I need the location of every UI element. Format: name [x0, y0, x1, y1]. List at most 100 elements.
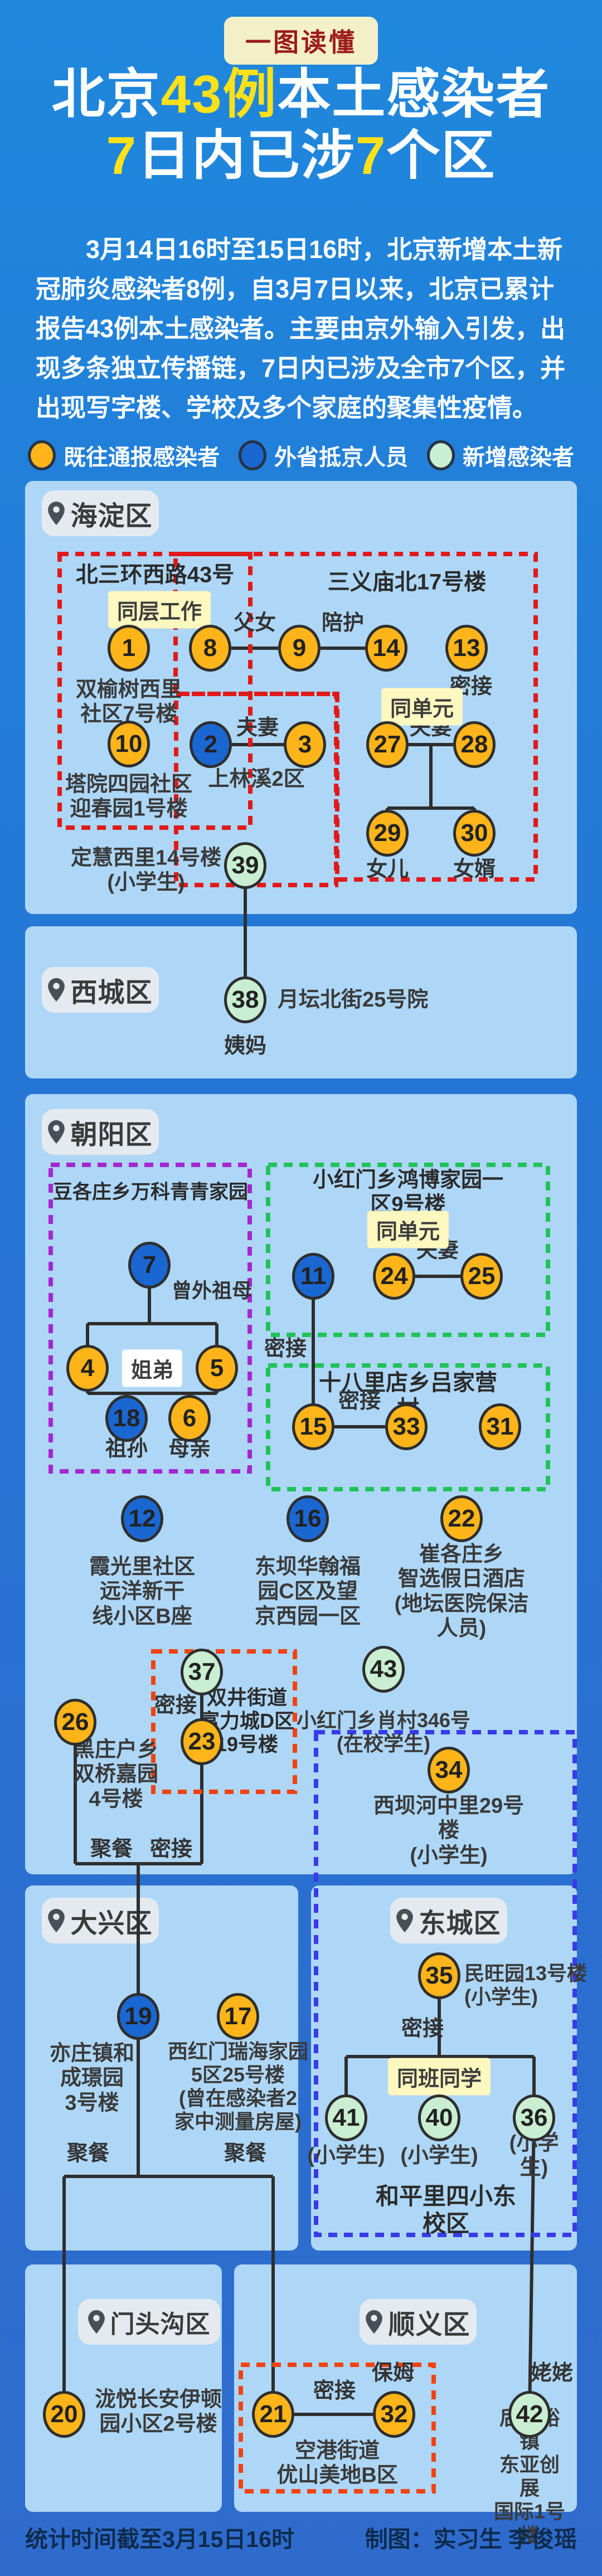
- building-label: 空港街道 优山美地B区: [276, 2439, 398, 2487]
- relation-label: 父女: [233, 611, 276, 635]
- building-label: 西坝河中里29号楼 (小学生): [373, 1794, 525, 1868]
- case-node-41: 41: [325, 2094, 367, 2141]
- location-pin-icon: [366, 2310, 383, 2334]
- legend-label-arrived: 外省抵京人员: [274, 445, 408, 470]
- case-node-22: 22: [440, 1495, 483, 1542]
- case-node-5: 5: [196, 1345, 238, 1392]
- case-node-36: 36: [513, 2094, 555, 2141]
- relation-tag: 同层工作: [108, 591, 211, 629]
- district-badge-xicheng: 西城区: [42, 967, 159, 1013]
- district-badge-dongcheng: 东城区: [390, 1898, 507, 1943]
- location-pin-icon: [48, 502, 65, 525]
- relation-label: 密接: [313, 2379, 356, 2403]
- relation-label: 密接: [264, 1336, 307, 1360]
- legend: 既往通报感染者 外省抵京人员 新增感染者: [0, 439, 602, 472]
- relation-label: 密接: [401, 2016, 444, 2040]
- district-name: 门头沟区: [110, 2311, 211, 2338]
- case-node-26: 26: [54, 1699, 96, 1746]
- legend-dot-new-icon: [427, 440, 455, 470]
- relation-label: 保姆: [371, 2361, 415, 2385]
- district-badge-shunyi: 顺义区: [360, 2299, 477, 2345]
- relation-label: 夫妻: [236, 716, 279, 740]
- district-name: 朝阳区: [70, 1120, 153, 1150]
- case-node-24: 24: [373, 1253, 415, 1300]
- district-badge-daxing: 大兴区: [42, 1898, 159, 1943]
- case-node-6: 6: [168, 1395, 211, 1442]
- cluster-title: 豆各庄乡万科青青家园: [52, 1181, 249, 1203]
- cluster-title: 双井街道 富力城D区 19号楼: [200, 1685, 294, 1756]
- relation-tag: 同单元: [367, 1211, 449, 1248]
- relation-label: 姨妈: [224, 1034, 267, 1058]
- building-label: 崔各庄乡 智选假日酒店 (地坛医院保洁人员): [394, 1543, 529, 1641]
- building-label: 定慧西里14号楼 (小学生): [70, 846, 222, 895]
- case-node-39: 39: [224, 842, 266, 889]
- case-node-1: 1: [108, 625, 150, 672]
- relation-label: 曾外祖母: [171, 1279, 253, 1302]
- building-label: 上林溪2区: [208, 767, 305, 791]
- building-label: 月坛北街25号院: [278, 988, 429, 1012]
- case-node-7: 7: [128, 1242, 171, 1289]
- location-pin-icon: [48, 978, 65, 1002]
- case-node-40: 40: [418, 2094, 460, 2141]
- relation-label: 聚餐: [224, 2141, 267, 2165]
- building-label: 黑庄户乡 双桥嘉园 4号楼: [73, 1738, 159, 1811]
- building-label: 塔院四园社区 迎春园1号楼: [65, 772, 193, 821]
- main-title-line1: 北京43例本土感染者: [51, 65, 551, 124]
- relation-label: 聚餐: [90, 1837, 133, 1861]
- relation-label: 密接: [154, 1693, 197, 1717]
- district-name: 海淀区: [70, 502, 153, 531]
- case-node-13: 13: [445, 625, 488, 672]
- legend-label-previous: 既往通报感染者: [64, 445, 220, 470]
- case-node-33: 33: [385, 1403, 428, 1450]
- relation-label: 女婿: [453, 857, 496, 881]
- relation-label: 姥姥: [530, 2361, 574, 2385]
- case-node-10: 10: [108, 721, 150, 767]
- case-node-11: 11: [292, 1253, 334, 1300]
- case-node-16: 16: [287, 1495, 329, 1542]
- case-node-43: 43: [362, 1646, 405, 1693]
- cluster-title: 北三环西路43号: [75, 562, 235, 587]
- footer-credit: 制图：实习生 李俊瑶: [365, 2526, 577, 2552]
- district-name: 大兴区: [70, 1909, 153, 1938]
- legend-item-new: 新增感染者: [427, 439, 574, 472]
- case-node-35: 35: [418, 1952, 460, 1999]
- case-node-19: 19: [117, 1993, 159, 2040]
- building-label: 民旺园13号楼 (小学生): [464, 1961, 588, 2008]
- location-pin-icon: [396, 1909, 414, 1932]
- relation-tag: 同单元: [381, 688, 463, 726]
- district-badge-chaoyang: 朝阳区: [42, 1109, 159, 1155]
- case-node-27: 27: [366, 721, 409, 768]
- case-node-4: 4: [66, 1345, 109, 1392]
- legend-item-previous: 既往通报感染者: [28, 439, 220, 472]
- case-node-9: 9: [278, 625, 321, 672]
- relation-label: 聚餐: [66, 2141, 110, 2165]
- case-node-8: 8: [189, 625, 231, 672]
- case-node-34: 34: [428, 1747, 470, 1794]
- case-node-38: 38: [224, 976, 266, 1023]
- relation-tag: 同班同学: [387, 2058, 491, 2096]
- district-name: 西城区: [70, 978, 153, 1008]
- case-node-18: 18: [105, 1395, 148, 1442]
- legend-label-new: 新增感染者: [463, 445, 574, 470]
- building-label: 西红门瑞海家园 5区25号楼 (曾在感染者2 家中测量房屋): [167, 2039, 309, 2133]
- case-node-2: 2: [190, 721, 232, 768]
- case-node-31: 31: [479, 1403, 521, 1450]
- district-name: 东城区: [419, 1909, 501, 1938]
- building-label: 泷悦长安伊顿 园小区2号楼: [94, 2388, 222, 2436]
- case-node-37: 37: [181, 1649, 223, 1695]
- case-node-12: 12: [121, 1495, 163, 1542]
- case-node-15: 15: [292, 1403, 334, 1450]
- building-label: 小红门乡肖村346号 (在校学生): [296, 1708, 471, 1755]
- building-label: 亦庄镇和 成璟园 3号楼: [49, 2042, 135, 2115]
- case-node-25: 25: [460, 1253, 503, 1300]
- location-pin-icon: [48, 1120, 65, 1144]
- relation-label: 陪护: [321, 611, 365, 635]
- building-label: (小学生): [307, 2144, 385, 2167]
- case-node-28: 28: [453, 721, 496, 768]
- district-name: 顺义区: [388, 2310, 470, 2340]
- case-node-3: 3: [284, 721, 326, 768]
- case-node-32: 32: [373, 2391, 415, 2438]
- case-node-23: 23: [181, 1718, 223, 1765]
- relation-tag: 姐弟: [122, 1349, 183, 1387]
- case-node-42: 42: [508, 2391, 551, 2438]
